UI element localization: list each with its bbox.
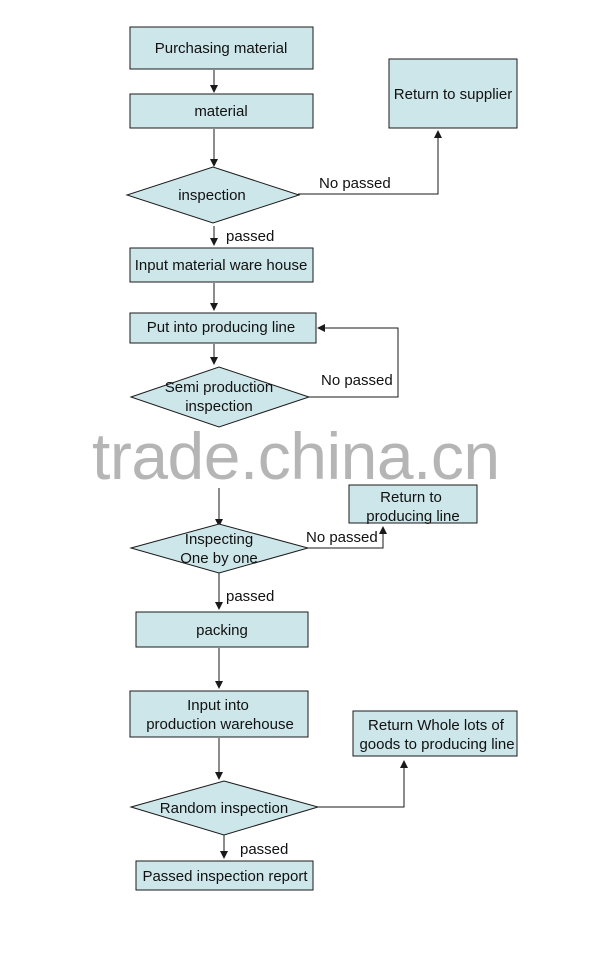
node-labels: Purchasing material material inspection … <box>135 40 515 885</box>
inspection-label: inspection <box>178 187 246 204</box>
return-to-producing-line-box <box>348 484 478 524</box>
material-box <box>129 93 314 129</box>
put-into-producing-line-box <box>129 312 317 344</box>
connectors <box>210 70 442 859</box>
semi-inspection-label: inspection <box>185 398 253 415</box>
no-passed-label-supplier: No passed <box>319 175 391 192</box>
edge-labels: No passed passed No passed No passed pas… <box>226 175 393 858</box>
input-material-warehouse-box <box>129 247 314 283</box>
return-to-supplier-label: Return to supplier <box>394 86 512 103</box>
arrow-random-to-return-whole <box>318 760 408 808</box>
passed-inspection-report-label: Passed inspection report <box>142 868 308 885</box>
input-into-label: Input into <box>187 697 249 714</box>
semi-production-label: Semi production <box>165 379 273 396</box>
goods-to-producing-line-label: goods to producing line <box>359 736 514 753</box>
inspection-diamond <box>125 166 301 224</box>
inspecting-one-by-one-diamond <box>129 523 310 574</box>
return-whole-lots-box <box>352 710 518 757</box>
packing-box <box>135 611 309 648</box>
inspecting-label: Inspecting <box>185 531 253 548</box>
arrow-inspection-to-return-supplier <box>298 130 442 195</box>
input-material-warehouse-label: Input material ware house <box>135 257 308 274</box>
arrow-semi-inspection-back-to-line <box>308 324 399 398</box>
return-whole-lots-label: Return Whole lots of <box>368 717 505 734</box>
passed-label-report: passed <box>240 841 288 858</box>
one-by-one-label: One by one <box>180 550 258 567</box>
passed-label-warehouse: passed <box>226 228 274 245</box>
semi-production-inspection-diamond <box>129 366 311 428</box>
purchasing-material-box <box>129 26 314 70</box>
return-to-label: Return to <box>380 489 442 506</box>
return-to-supplier-box <box>388 58 518 129</box>
production-warehouse-label: production warehouse <box>146 716 294 733</box>
input-production-warehouse-box <box>129 690 309 738</box>
shapes <box>125 26 518 891</box>
put-into-producing-line-label: Put into producing line <box>147 319 295 336</box>
packing-label: packing <box>196 622 248 639</box>
passed-label-packing: passed <box>226 588 274 605</box>
purchasing-material-label: Purchasing material <box>155 40 288 57</box>
passed-inspection-report-box <box>135 860 314 891</box>
no-passed-label-inspecting: No passed <box>306 529 378 546</box>
material-label: material <box>194 103 247 120</box>
arrow-inspecting-to-return-line <box>308 526 387 549</box>
random-inspection-label: Random inspection <box>160 800 288 817</box>
random-inspection-diamond <box>129 780 320 836</box>
return-producing-line-label: producing line <box>366 508 459 525</box>
no-passed-label-semi: No passed <box>321 372 393 389</box>
